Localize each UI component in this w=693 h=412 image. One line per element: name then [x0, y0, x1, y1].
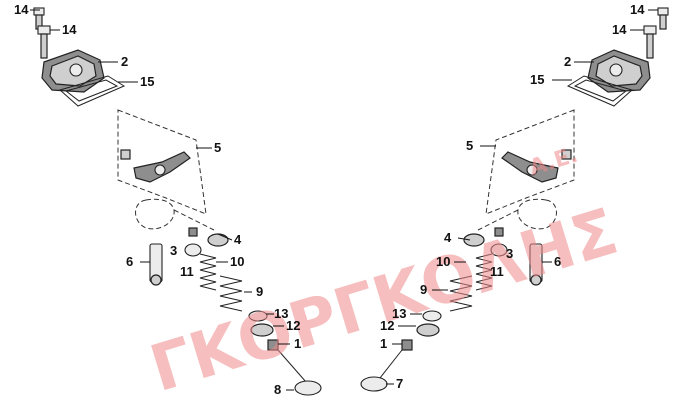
left-tappet	[149, 243, 163, 286]
right-tappet	[529, 243, 543, 286]
callout-right-13: 13	[392, 306, 406, 321]
callout-left-12: 12	[286, 318, 300, 333]
callout-right-3: 3	[506, 246, 513, 261]
left-assembly	[33, 7, 322, 396]
right-retainer-ring	[490, 243, 508, 257]
left-outer-spring	[219, 275, 243, 312]
right-outer-spring	[449, 275, 473, 312]
callout-left-5: 5	[214, 140, 221, 155]
left-wire-loop	[135, 198, 175, 230]
callout-left-9: 9	[256, 284, 263, 299]
right-wire-loop	[517, 198, 557, 230]
right-pin	[494, 227, 504, 237]
callout-right-14-lower: 14	[612, 22, 627, 37]
callout-left-3: 3	[170, 243, 177, 258]
left-pin	[188, 227, 198, 237]
callout-left-4: 4	[234, 232, 242, 247]
callout-right-7: 7	[396, 376, 403, 391]
right-gasket	[566, 75, 634, 107]
left-valve-seal	[267, 339, 279, 351]
right-retainer	[463, 233, 485, 247]
right-washer	[416, 323, 440, 337]
callout-right-15: 15	[530, 72, 544, 87]
callout-left-14-lower: 14	[62, 22, 77, 37]
watermark-text: ΓΚΟΡΓΚΟΛΗΣ	[142, 195, 626, 407]
callout-left-1: 1	[294, 336, 301, 351]
callout-right-9: 9	[420, 282, 427, 297]
right-spring-seat	[422, 310, 442, 322]
left-inner-spring	[199, 253, 217, 291]
right-callouts: 14 14 2 15 5 4 3 6 10 11 9 13 12 1 7	[380, 2, 658, 391]
left-wire-lead	[173, 209, 215, 231]
callout-right-12: 12	[380, 318, 394, 333]
right-rocker-arm	[501, 149, 572, 183]
callout-right-1: 1	[380, 336, 387, 351]
callout-left-8: 8	[274, 382, 281, 397]
callout-left-13: 13	[274, 306, 288, 321]
right-dashed-envelope	[485, 109, 575, 215]
callout-right-10: 10	[436, 254, 450, 269]
left-spring-seat	[248, 310, 268, 322]
left-retainer	[207, 233, 229, 247]
callout-left-15: 15	[140, 74, 154, 89]
left-bolt-lower	[37, 25, 51, 59]
callout-left-6: 6	[126, 254, 133, 269]
left-gasket	[58, 75, 126, 107]
right-bolt-top	[657, 7, 669, 30]
callout-right-5: 5	[466, 138, 473, 153]
right-valve-seal	[401, 339, 413, 351]
callout-left-10: 10	[230, 254, 244, 269]
left-retainer-ring	[184, 243, 202, 257]
left-washer	[250, 323, 274, 337]
callout-right-11: 11	[490, 264, 504, 279]
callout-right-2: 2	[564, 54, 571, 69]
left-dashed-envelope	[117, 109, 207, 215]
left-rocker-arm	[120, 149, 191, 183]
right-assembly	[360, 7, 669, 392]
callout-right-6: 6	[554, 254, 561, 269]
callout-right-14-top: 14	[630, 2, 645, 17]
left-valve	[277, 349, 322, 396]
callout-left-14-top: 14	[14, 2, 29, 17]
callout-right-4: 4	[444, 230, 452, 245]
callout-left-11: 11	[180, 264, 194, 279]
right-bolt-lower	[643, 25, 657, 59]
callout-left-2: 2	[121, 54, 128, 69]
right-inner-spring	[475, 253, 493, 291]
left-callouts: 14 14 2 15 5 3 4 6 11 10 9 13 12 1 8	[14, 2, 301, 397]
